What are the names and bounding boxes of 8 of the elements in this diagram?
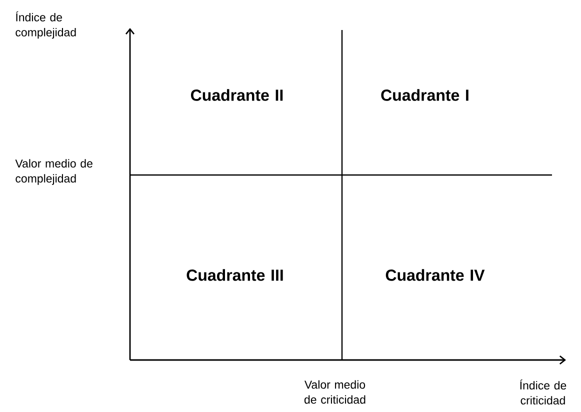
quadrant-label: Cuadrante I xyxy=(381,89,468,101)
midpoint-label: Valor medio de complejidad xyxy=(15,159,92,185)
axis-title: Índice de criticidad xyxy=(520,379,566,405)
axis-title: Índice de complejidad xyxy=(16,11,76,39)
midpoint-label: Valor medio de criticidad xyxy=(304,380,366,404)
quadrant-label: Cuadrante III xyxy=(186,269,283,281)
quadrant-label: Cuadrante II xyxy=(191,89,283,101)
quadrant-label: Cuadrante IV xyxy=(386,269,485,281)
